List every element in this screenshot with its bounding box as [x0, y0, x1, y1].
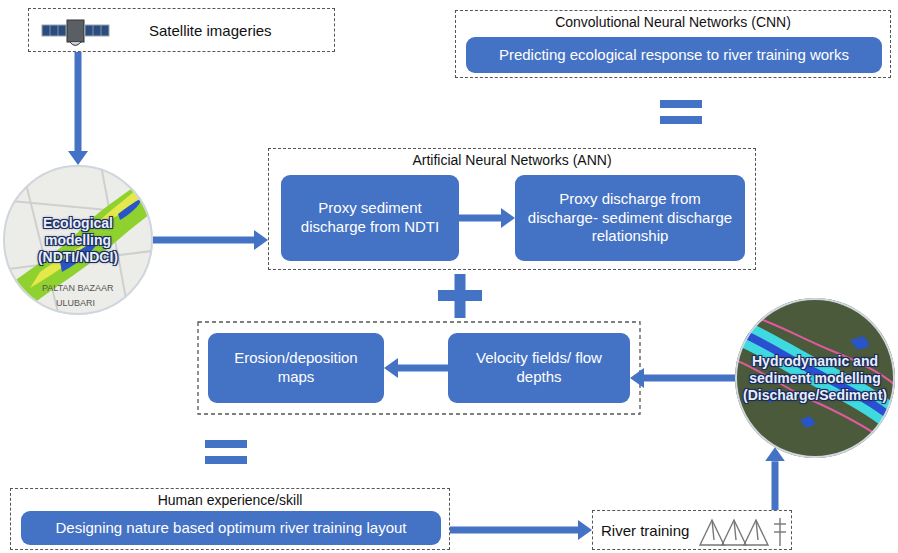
process-box: Proxy discharge from discharge- sediment…	[515, 175, 745, 261]
node-text: Satellite imageries	[149, 22, 272, 39]
hydrodynamic-map	[735, 298, 895, 458]
ecological-map	[0, 160, 160, 330]
process-box: Designing nature based optimum river tra…	[21, 511, 441, 545]
method-group: Human experience/skillDesigning nature b…	[10, 488, 450, 550]
node-text: Predicting ecological response to river …	[499, 46, 849, 65]
river-training-icon	[700, 518, 786, 546]
flow-arrow	[450, 527, 578, 534]
node-text: Erosion/deposition maps	[218, 349, 374, 387]
map-label: PALTAN BAZAAR	[42, 283, 114, 293]
node-text: Velocity fields/ flow depths	[458, 349, 620, 387]
flow-arrow	[398, 365, 448, 372]
node-text: Ecological modelling (NDTI/NDCI)	[12, 215, 144, 265]
method-group: Convolutional Neural Networks (CNN) Predi…	[455, 10, 891, 78]
node-text: River training	[601, 522, 689, 539]
equals-symbol	[205, 440, 247, 464]
map-label: ULUBARI	[56, 298, 95, 308]
group-heading: Artificial Neural Networks (ANN)	[269, 152, 755, 168]
process-box: Proxy sediment discharge from NDTI	[281, 175, 459, 261]
flow-arrow	[459, 215, 501, 222]
equals-symbol	[660, 100, 702, 124]
group-heading: Human experience/skill	[11, 492, 449, 508]
group-heading: Convolutional Neural Networks (CNN)	[456, 14, 890, 30]
group-frame	[198, 322, 640, 414]
flow-arrow	[153, 237, 254, 244]
process-box: Velocity fields/ flow depths	[448, 333, 630, 403]
node-text: Designing nature based optimum river tra…	[55, 519, 406, 538]
flow-arrow	[75, 52, 82, 151]
flow-arrow	[772, 461, 779, 510]
process-box: Predicting ecological response to river …	[466, 37, 882, 73]
output-box: River training	[592, 510, 792, 550]
model-circle: Hydrodynamic and sediment modelling (Dis…	[735, 298, 895, 458]
input-box: Satellite imageries	[28, 8, 335, 52]
node-text: Proxy sediment discharge from NDTI	[291, 199, 449, 237]
plus-symbol	[438, 274, 482, 318]
method-group: Artificial Neural Networks (ANN) Proxy se…	[268, 148, 756, 270]
process-box: Erosion/deposition maps	[208, 333, 384, 403]
satellite-icon	[42, 20, 109, 46]
node-text: Proxy discharge from discharge- sediment…	[525, 190, 735, 246]
node-text: Hydrodynamic and sediment modelling (Dis…	[740, 353, 890, 403]
flow-arrow	[644, 375, 735, 382]
